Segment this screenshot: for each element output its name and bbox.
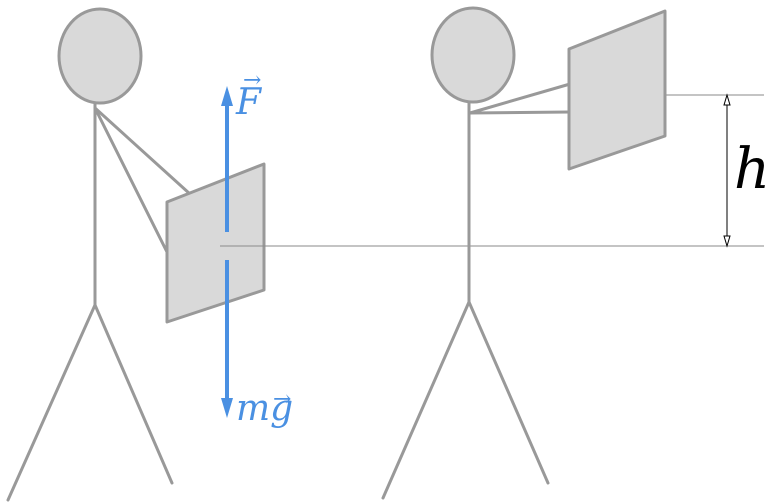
right-figure-upper-arm: [468, 82, 572, 115]
left-figure: [6, 7, 192, 502]
left-figure-head: [57, 7, 143, 105]
force-arrow-up: [221, 86, 233, 232]
left-figure-left-leg: [6, 303, 97, 502]
force-label: F: [235, 82, 263, 123]
force-vector-mark: →: [243, 68, 261, 93]
height-label: h: [734, 137, 770, 202]
box-upper-position: [567, 9, 667, 171]
right-figure-left-leg: [381, 300, 471, 500]
right-figure-right-leg: [467, 300, 550, 485]
right-figure: [381, 6, 572, 500]
weight-label: mg: [236, 388, 293, 429]
height-dimension: [723, 93, 731, 248]
weight-arrow-down: [221, 260, 233, 418]
box-lower-position: [165, 162, 266, 324]
right-figure-head: [430, 6, 516, 104]
left-figure-right-leg: [93, 303, 174, 485]
left-figure-lower-arm: [93, 106, 172, 260]
weight-vector-mark: →: [273, 387, 291, 412]
right-figure-lower-arm: [468, 110, 572, 115]
left-figure-upper-arm: [93, 106, 192, 196]
